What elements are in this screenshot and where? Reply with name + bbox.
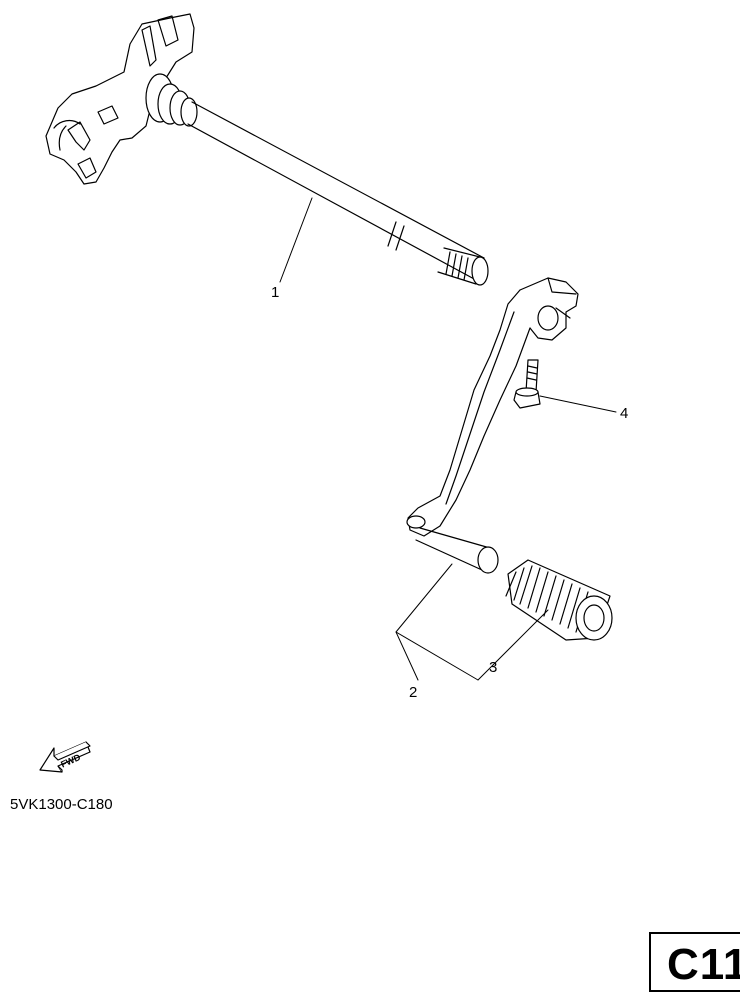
callout-1: 1 — [271, 284, 279, 301]
diagram-code: 5VK1300-C180 — [10, 796, 113, 813]
clamp-bolt — [513, 359, 541, 409]
fwd-arrow-icon: FWD — [39, 741, 91, 773]
shift-shaft — [45, 13, 489, 286]
page-label: C11 — [667, 940, 740, 989]
callout-4: 4 — [620, 405, 628, 422]
callout-3: 3 — [489, 659, 497, 676]
leader-lines — [279, 197, 617, 681]
page-label-box: C11 — [649, 932, 740, 992]
callout-2: 2 — [409, 684, 417, 701]
pedal-rubber — [505, 559, 613, 641]
shift-pedal — [406, 277, 579, 574]
